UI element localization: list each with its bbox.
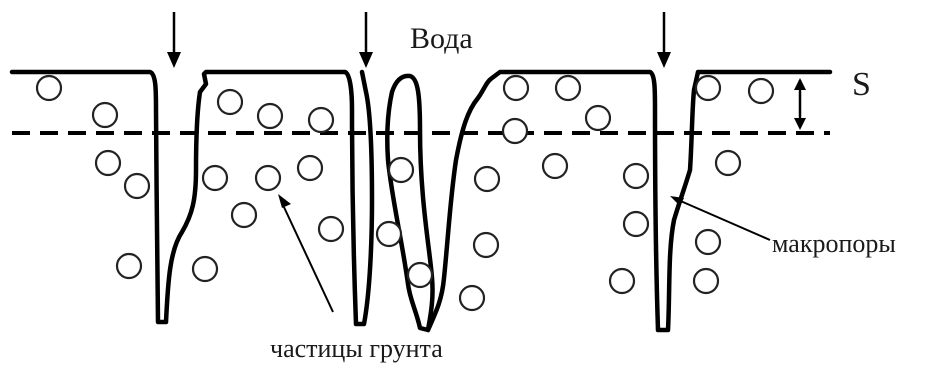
particle <box>696 230 720 254</box>
particle <box>125 174 149 198</box>
particle <box>749 79 773 103</box>
particle <box>96 151 120 175</box>
particle <box>556 76 580 100</box>
particle <box>389 158 413 182</box>
particle <box>93 103 117 127</box>
label-s: S <box>852 66 871 103</box>
particle <box>474 233 498 257</box>
macropore-center-body <box>387 76 432 330</box>
particle <box>203 166 227 190</box>
particle <box>193 257 217 281</box>
particle <box>258 104 282 128</box>
particle <box>503 119 527 143</box>
particle <box>319 217 343 241</box>
label-soil-particles: частицы грунта <box>270 334 443 363</box>
particle <box>256 166 280 190</box>
label-water: Вода <box>410 22 473 55</box>
particle <box>610 269 634 293</box>
particle <box>460 286 484 310</box>
particle <box>504 76 528 100</box>
soil-particles-leader-head <box>278 194 291 208</box>
particle <box>218 90 242 114</box>
particle <box>694 269 718 293</box>
particle <box>117 254 141 278</box>
particle <box>475 167 499 191</box>
particle <box>586 106 610 130</box>
water-arrow-right <box>657 12 671 68</box>
depth-s-arrow <box>794 78 806 130</box>
particle <box>232 203 256 227</box>
particle <box>716 151 740 175</box>
particle <box>408 263 432 287</box>
water-arrow-center <box>359 12 373 68</box>
label-macropores: макропоры <box>772 229 896 258</box>
particle <box>543 154 567 178</box>
water-arrow-left <box>167 12 181 68</box>
particle <box>298 156 322 180</box>
macropores-leader <box>676 199 770 240</box>
particle <box>624 212 648 236</box>
particle <box>624 164 648 188</box>
particle <box>309 108 333 132</box>
particle <box>37 76 61 100</box>
particle <box>377 222 401 246</box>
particle <box>696 76 720 100</box>
